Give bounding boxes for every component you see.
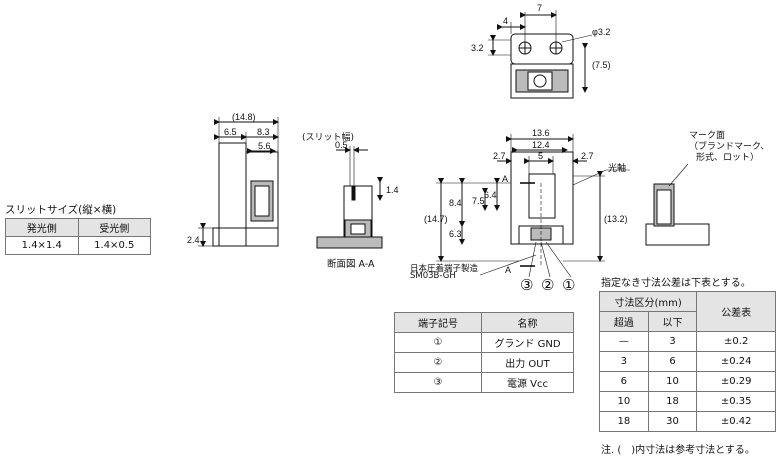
tolerance-under: 18 xyxy=(647,391,698,412)
pin-3-marker: ③ xyxy=(520,276,534,294)
tolerance-header-over: 超過 xyxy=(599,311,649,332)
tolerance-header-tol: 公差表 xyxy=(696,291,776,332)
front-dim-12-4: 12.4 xyxy=(532,140,550,150)
section-dim-0-5: 0.5 xyxy=(335,140,348,150)
table-row: 6 10 ±0.29 xyxy=(599,371,776,392)
tolerance-value: ±0.29 xyxy=(696,371,776,392)
front-dim-13-6: 13.6 xyxy=(532,128,550,138)
table-row: 10 18 ±0.35 xyxy=(599,391,776,412)
left-side-view xyxy=(198,117,279,247)
front-dim-6-3: 6.3 xyxy=(449,229,462,239)
tolerance-over: 18 xyxy=(599,411,649,432)
front-dim-5: 5 xyxy=(538,151,544,161)
terminal-name: グランド GND xyxy=(481,332,574,353)
top-dim-4: 4 xyxy=(503,16,509,26)
front-view xyxy=(436,134,630,278)
front-dim-13-2: (13.2) xyxy=(604,214,628,224)
section-marker-bottom: A xyxy=(505,265,512,275)
table-row: 3 6 ±0.24 xyxy=(599,351,776,372)
slit-header-receiver: 受光側 xyxy=(77,218,151,237)
left-dim-2-4: 2.4 xyxy=(187,235,200,245)
tolerance-over: 3 xyxy=(599,351,649,372)
section-dim-1-4: 1.4 xyxy=(386,185,399,195)
section-marker-top: A xyxy=(502,174,509,184)
tolerance-header-under: 以下 xyxy=(647,311,698,332)
top-dim-7: 7 xyxy=(537,3,543,13)
slit-width-label: (スリット幅) xyxy=(302,133,355,143)
connector-maker-label: 日本圧着端子製造 xyxy=(410,264,479,274)
tolerance-value: ±0.35 xyxy=(696,391,776,412)
mark-face-detail-2: 形式、ロット） xyxy=(696,153,760,163)
section-view xyxy=(316,146,383,249)
tolerance-header-group: 寸法区分(mm) xyxy=(598,291,698,312)
terminal-symbol: ① xyxy=(394,332,482,353)
tolerance-under: 10 xyxy=(647,371,698,392)
tolerance-under: 30 xyxy=(647,411,698,432)
front-dim-2-7-left: 2.7 xyxy=(493,151,506,161)
tolerance-over: 6 xyxy=(599,371,649,392)
left-dim-14-8: (14.8) xyxy=(232,112,256,122)
terminal-name: 電源 Vcc xyxy=(481,372,574,393)
left-dim-5-6: 5.6 xyxy=(258,141,271,151)
terminal-header-name: 名称 xyxy=(481,312,574,333)
optical-axis-label: 光軸 xyxy=(608,164,627,174)
tolerance-over: 10 xyxy=(599,391,649,412)
terminal-header-symbol: 端子記号 xyxy=(394,312,482,333)
tolerance-value: ±0.24 xyxy=(696,351,776,372)
left-dim-6-5: 6.5 xyxy=(224,127,237,137)
top-dim-3-2: 3.2 xyxy=(471,43,484,53)
table-row: — 3 ±0.2 xyxy=(599,331,776,352)
front-dim-14-7: (14.7) xyxy=(424,214,448,224)
connector-model-label: SM03B-GH xyxy=(410,271,456,281)
table-row: ① グランド GND xyxy=(394,332,574,353)
front-dim-6-4: 6.4 xyxy=(484,190,497,200)
slit-size-table: 発光側 受光側 1.4×1.4 1.4×0.5 xyxy=(5,218,151,255)
tolerance-over: — xyxy=(599,331,649,352)
slit-value-receiver: 1.4×0.5 xyxy=(77,236,151,255)
front-dim-8-4: 8.4 xyxy=(449,198,462,208)
pin-2-marker: ② xyxy=(541,276,555,294)
top-dim-7-5: (7.5) xyxy=(592,60,611,70)
terminal-symbol: ② xyxy=(394,352,482,373)
front-dim-2-7-right: 2.7 xyxy=(581,151,594,161)
tolerance-table: 寸法区分(mm) 公差表 超過 以下 — 3 ±0.2 3 6 ±0.24 6 … xyxy=(598,291,776,432)
left-dim-8-3: 8.3 xyxy=(257,127,270,137)
slit-value-emitter: 1.4×1.4 xyxy=(5,236,79,255)
table-row: 18 30 ±0.42 xyxy=(599,411,776,432)
pin-1-marker: ① xyxy=(562,276,576,294)
mark-face-label: マーク面 xyxy=(689,131,726,141)
tolerance-under: 6 xyxy=(647,351,698,372)
terminal-symbol: ③ xyxy=(394,372,482,393)
tolerance-value: ±0.2 xyxy=(696,331,776,352)
mark-face-detail-1: （ブランドマーク、 xyxy=(689,142,770,152)
terminal-name: 出力 OUT xyxy=(481,352,574,373)
section-caption: 断面図 A-A xyxy=(327,259,375,270)
table-row: ② 出力 OUT xyxy=(394,352,574,373)
tolerance-caption: 指定なき寸法公差は下表とする。 xyxy=(601,278,751,289)
front-dim-7-5: 7.5 xyxy=(472,196,485,206)
tolerance-value: ±0.42 xyxy=(696,411,776,432)
slit-size-caption: スリットサイズ(縦×横) xyxy=(5,204,117,216)
top-view xyxy=(488,10,593,99)
slit-header-emitter: 発光側 xyxy=(5,218,79,237)
mark-view xyxy=(645,163,710,246)
terminal-table: 端子記号 名称 ① グランド GND ② 出力 OUT ③ 電源 Vcc xyxy=(394,312,574,393)
table-row: ③ 電源 Vcc xyxy=(394,372,574,393)
top-dim-hole: φ3.2 xyxy=(592,27,611,37)
reference-dimension-note: 注. ( )内寸法は参考寸法とする。 xyxy=(601,445,755,456)
tolerance-under: 3 xyxy=(647,331,698,352)
